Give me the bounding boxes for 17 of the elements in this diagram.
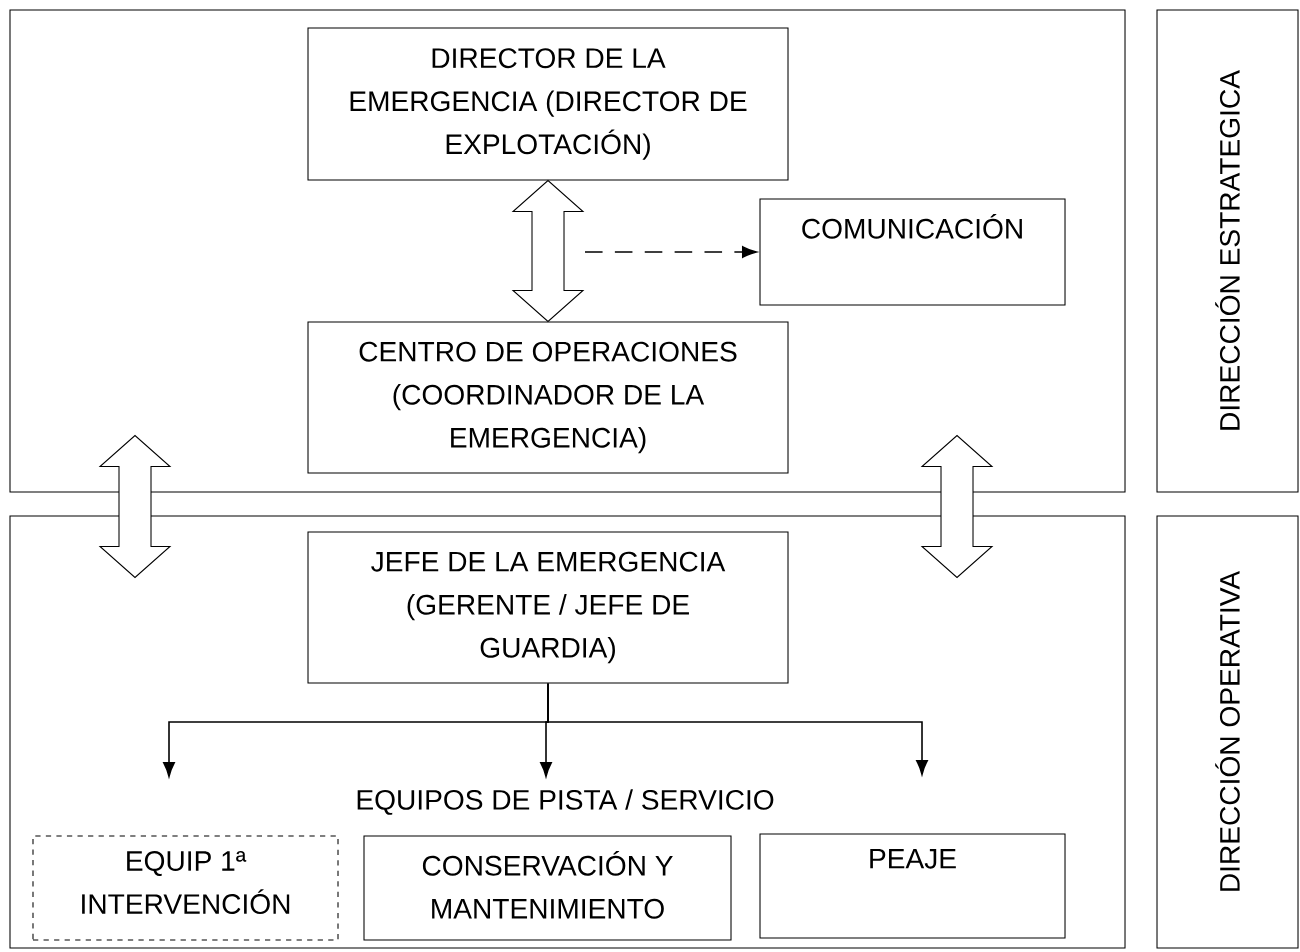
double-block-arrow: [98, 434, 172, 579]
double-block-arrow: [511, 179, 585, 323]
role-box: JEFE DE LA EMERGENCIA (GERENTE / JEFE DE GUARDIA): [307, 531, 789, 684]
team-box: PEAJE: [759, 833, 1066, 939]
double-block-arrow: [920, 434, 994, 579]
role-box: CENTRO DE OPERACIONES (COORDINADOR DE LA EMERGENCIA): [307, 321, 789, 474]
side-label-box: DIRECCIÓN OPERATIVA: [1156, 515, 1299, 949]
role-box: COMUNICACIÓN: [759, 198, 1066, 306]
dashed-team-box: EQUIP 1ª INTERVENCIÓN: [32, 835, 339, 941]
group-label: EQUIPOS DE PISTA / SERVICIO: [357, 789, 774, 815]
section-panel: [9, 515, 1126, 949]
role-box: DIRECTOR DE LA EMERGENCIA (DIRECTOR DE EXPLOTACIÓN): [307, 27, 789, 181]
side-label-box: DIRECCIÓN ESTRATEGICA: [1156, 9, 1299, 493]
arrow: [547, 682, 928, 775]
team-box: CONSERVACIÓN Y MANTENIMIENTO: [363, 835, 732, 941]
section-panel: [9, 9, 1126, 493]
dashed-arrow: [584, 246, 757, 258]
